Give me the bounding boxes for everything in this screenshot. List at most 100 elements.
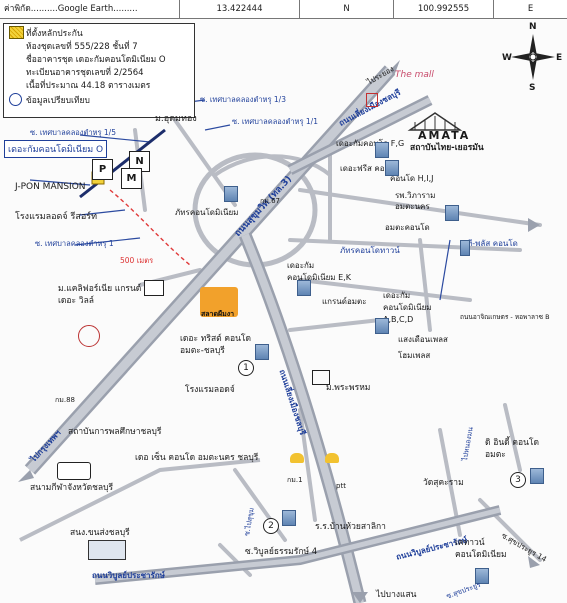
- label-to-bangsaen: ไปบางแสน: [376, 590, 417, 600]
- amata-road-inner: [288, 97, 432, 173]
- label-km67: กม.67: [260, 197, 280, 205]
- shell-icon: [325, 453, 339, 463]
- coord-source: ค่าพิกัด..........Google Earth.........: [0, 0, 180, 18]
- stadium-icon: [57, 462, 91, 480]
- subject-label: เดอะกัมคอนโดมิเนียม O: [4, 140, 108, 158]
- label-the-twist: เดอะ ทริสต์ คอนโด อมตะ-ชลบุรี: [180, 334, 252, 356]
- soi-line: [204, 124, 231, 131]
- coord-lat-dir: N: [300, 0, 394, 18]
- label-gum-ek: เดอะกัม คอนโดมิเนียม E,K: [287, 261, 351, 282]
- legend-row-unit: ห้องชุดเลขที่ 555/228 ชั้นที่ 7: [26, 42, 138, 52]
- label-home-place: โฮมเพลส: [398, 351, 431, 360]
- comparable-2: 2: [263, 518, 279, 534]
- building-icon: [375, 142, 389, 158]
- building-icon: [297, 280, 311, 296]
- label-t-plus: ที-พลัส คอนโด: [467, 239, 518, 248]
- label-phatra: ภัทรคอนโดมิเนียม: [175, 208, 239, 217]
- building-icon: [282, 510, 296, 526]
- sukhumvit-road-inner: [26, 66, 394, 474]
- mall-building-icon: [366, 93, 378, 107]
- building-icon: [224, 186, 238, 202]
- minor-road: [288, 318, 382, 332]
- label-j-pon: J-PON MANSION: [15, 182, 86, 192]
- legend-row-title: ที่ตั้งหลักประกัน: [26, 29, 83, 39]
- label-vibharam: รพ.วิภาราม อมตะนคร: [395, 191, 436, 211]
- label-soi-1-1: ซ. เทศบาลคลองตำหรุ 1/1: [232, 117, 318, 126]
- building-icon: [475, 568, 489, 584]
- label-sala: สลาดผืมงา: [201, 310, 235, 318]
- soi-line: [29, 179, 91, 186]
- building-icon: [375, 318, 389, 334]
- soi-line: [79, 134, 151, 143]
- label-kathouse: เคทาวน์ คอนโดมิเนียม: [455, 538, 507, 560]
- minor-road: [298, 188, 542, 227]
- soi-line: [79, 209, 126, 216]
- minor-road: [298, 278, 472, 302]
- comparable-1: 1: [238, 360, 254, 376]
- label-m-udom: ม.อุดมทอง: [155, 114, 197, 124]
- minor-road: [503, 403, 522, 472]
- label-lodge: โรงแรมลอดจ์: [185, 385, 235, 395]
- sala-logo-icon: [200, 287, 238, 317]
- pin-p: P: [92, 159, 113, 180]
- road-arrow: [528, 218, 540, 232]
- label-bypass-right: ถนนอาจิณเกษตร - หอพาลาซ B: [460, 313, 550, 321]
- compass-e: E: [556, 53, 563, 63]
- building-icon: [255, 344, 269, 360]
- coord-lat: 13.422444: [180, 0, 300, 18]
- minor-road: [298, 408, 317, 522]
- legend-box: ที่ตั้งหลักประกัน ห้องชุดเลขที่ 555/228 …: [3, 23, 195, 118]
- compass-rose-icon: [511, 34, 555, 80]
- label-saeng-duan: แสงเดือนเพลส: [398, 335, 448, 344]
- label-soi-1-3: ซ. เทศบาลคลองตำหรุ 1/3: [200, 95, 286, 104]
- building-icon: [530, 468, 544, 484]
- label-di-in: ดิ อินดี้ คอนโดอมตะ: [485, 438, 540, 460]
- minor-road: [288, 238, 522, 252]
- label-wat-sukaram: วัดสุคะราม: [423, 478, 464, 488]
- label-samsung: สนง.ขนส่งชลบุรี: [70, 528, 130, 538]
- road-arrow: [352, 592, 368, 603]
- label-km88: กม.88: [55, 396, 75, 404]
- bypass-road-inner: [241, 233, 364, 603]
- house-icon: [312, 370, 330, 385]
- compass-s: S: [529, 83, 536, 93]
- label-amata-sub: สถาบันไทย-เยอรมัน: [410, 143, 484, 153]
- minor-road: [19, 458, 261, 542]
- soi-line: [439, 239, 451, 301]
- legend-row-building: ชื่ออาคารชุด เดอะกัมคอนโดมิเนียม O: [26, 55, 166, 65]
- label-soi-1-5: ซ. เทศบาลคลองตำหรุ 1/5: [30, 128, 116, 137]
- label-gum-abcd: เดอะกัม คอนโดมิเนียม A,B,C,D: [383, 291, 432, 324]
- label-institute: สถาบันการพลศึกษาชลบุรี: [68, 427, 162, 437]
- coord-lon-dir: E: [527, 4, 534, 14]
- subject-swatch-icon: [9, 26, 24, 39]
- label-amata-condo: อมตะคอนโด: [385, 223, 430, 232]
- label-m-phraphrom: ม.พระพรหม: [326, 383, 371, 393]
- building-icon: [385, 160, 399, 176]
- label-reed: โรงแรมลอดจ์ รีสอร์ท: [15, 212, 98, 222]
- shell-icon: [290, 453, 304, 463]
- vibun-road-inner: [94, 507, 501, 583]
- label-roosh: ร.ร.บ้านห้วยสาลิกา: [315, 522, 386, 532]
- legend-row-registration: ทะเบียนอาคารชุดเลขที่ 2/2564: [26, 68, 144, 78]
- office-building-icon: [88, 540, 126, 560]
- compass-w: W: [502, 53, 512, 63]
- legend-row-area: เนื้อที่ประมาณ 44.18 ตารางเมตร: [26, 81, 151, 91]
- label-condo-hij: คอนโด H,I,J: [390, 174, 434, 183]
- comparable-circle-icon: [9, 93, 22, 106]
- label-km1: กม.1: [287, 476, 303, 484]
- road-arrow: [18, 470, 34, 482]
- coordinate-bar: ค่าพิกัด..........Google Earth......... …: [0, 0, 567, 19]
- label-soi-1: ซ. เทศบาลคลองตำหรุ 1: [35, 239, 114, 248]
- label-soi-vibun4: ซ.วิบูลย์ธรรมรักษ์ 4: [245, 547, 318, 557]
- compass-n: N: [529, 22, 537, 32]
- building-icon: [460, 240, 470, 256]
- label-the-mall: The mall: [395, 70, 434, 80]
- amata-logo-icon: [407, 112, 463, 131]
- road-arrow: [390, 60, 400, 76]
- label-phatra-town: ภัทรคอนโดทาวน์: [340, 246, 400, 255]
- legend-row-comparable: ข้อมูลเปรียบเทียบ: [26, 96, 90, 106]
- label-m-california: ม.แคลิฟอร์เนีย แกรนด์ เดอะ วิลล์: [58, 284, 142, 306]
- label-ptt: ptt: [336, 482, 346, 490]
